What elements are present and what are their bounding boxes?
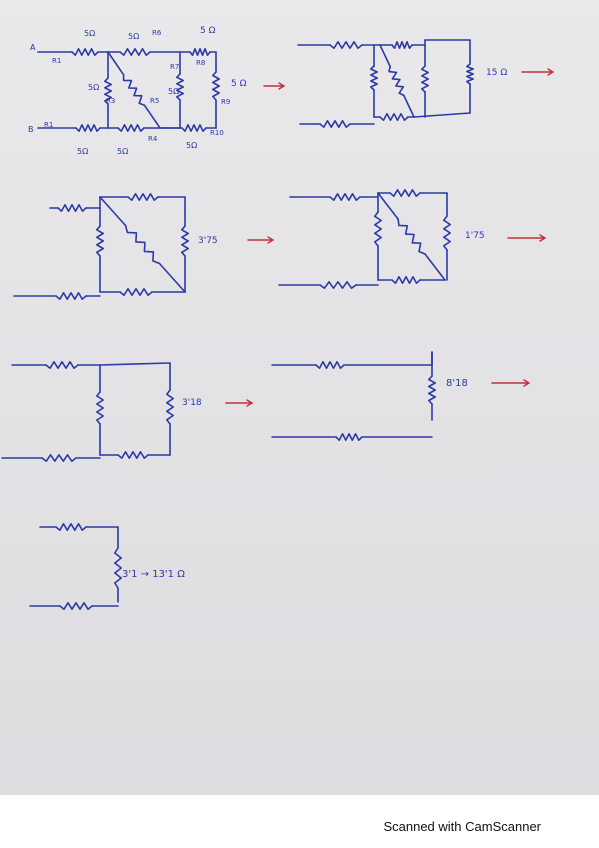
resistor-r6 — [119, 48, 151, 56]
r10-label: R10 — [210, 129, 224, 137]
r8-label: R8 — [196, 59, 206, 67]
value-center: 5Ω — [168, 87, 180, 96]
resistor — [319, 281, 357, 289]
resistor-r10 — [181, 124, 207, 132]
arrow-icon — [263, 82, 286, 90]
resistor — [329, 41, 363, 49]
resistor — [181, 225, 189, 257]
resistor-r8 — [189, 48, 211, 56]
step5-value: 3'18 — [182, 398, 202, 408]
resistor — [41, 454, 77, 462]
resistor — [329, 193, 361, 201]
value-top-mid: 5Ω — [128, 32, 140, 41]
resistor — [379, 113, 409, 121]
arrow-icon — [225, 399, 254, 407]
arrow-icon — [491, 379, 531, 387]
resistor — [388, 65, 405, 97]
wire — [377, 192, 399, 220]
resistor — [45, 361, 79, 369]
r9-label: R9 — [221, 98, 231, 106]
circuit-drawings — [1, 39, 555, 610]
resistor — [397, 218, 426, 255]
wire — [158, 262, 186, 293]
step3-value: 3'75 — [198, 236, 218, 246]
resistor — [374, 211, 382, 247]
resistor — [96, 391, 104, 425]
final-value: 3'1 → 13'1 Ω — [122, 569, 185, 580]
wire — [424, 253, 446, 281]
resistor-r5 — [122, 74, 146, 106]
resistor — [124, 224, 161, 265]
resistor — [166, 389, 174, 425]
wire — [143, 104, 161, 129]
resistor — [96, 225, 104, 257]
r3-label: R3 — [106, 97, 116, 105]
wire — [403, 94, 415, 118]
value-bottom-mid: 5Ω — [117, 147, 129, 156]
resistor-r7 — [176, 73, 184, 101]
resistor — [391, 276, 421, 284]
r5-label: R5 — [150, 97, 160, 105]
arrow-icon — [247, 236, 275, 244]
value-right: 5 Ω — [231, 79, 247, 89]
value-left-mid: 5Ω — [88, 83, 100, 92]
r6-label: R6 — [152, 29, 162, 37]
scanned-paper: A B R1 R1 R3 R4 R5 R6 R7 R8 R9 R10 5Ω 5Ω… — [0, 0, 599, 795]
step6-value: 8'18 — [446, 378, 468, 389]
resistor — [319, 120, 351, 128]
resistor — [428, 375, 436, 405]
scanner-watermark-text: Scanned with CamScanner — [383, 819, 541, 834]
resistor — [55, 523, 87, 531]
resistor — [59, 602, 93, 610]
resistor — [119, 288, 153, 296]
arrow-icon — [507, 234, 547, 242]
resistor — [127, 193, 159, 201]
value-top-right: 5 Ω — [200, 26, 216, 36]
resistor — [114, 547, 122, 589]
r1-b-label: R1 — [44, 121, 54, 129]
wire — [379, 44, 391, 68]
node-a-label: A — [30, 43, 36, 52]
resistor — [443, 215, 451, 251]
resistor — [335, 433, 363, 441]
resistor — [391, 41, 413, 49]
resistor-r3 — [104, 77, 112, 105]
node-b-label: B — [28, 125, 34, 134]
resistor-r4 — [117, 124, 145, 132]
r1-label: R1 — [52, 57, 62, 65]
r7-label: R7 — [170, 63, 180, 71]
value-top-left: 5Ω — [84, 29, 96, 38]
resistor — [370, 65, 378, 91]
r4-label: R4 — [148, 135, 158, 143]
step4-value: 1'75 — [465, 231, 485, 241]
step2-value: 15 Ω — [486, 68, 508, 78]
value-bottom-right: 5Ω — [186, 141, 198, 150]
wire — [413, 112, 471, 118]
arrow-icon — [521, 68, 555, 76]
resistor — [117, 451, 149, 459]
resistor — [57, 204, 87, 212]
resistor — [466, 63, 474, 85]
resistor — [315, 361, 345, 369]
scanner-footer: Scanned with CamScanner — [0, 795, 599, 848]
resistor-r9 — [212, 71, 220, 101]
resistor — [389, 189, 421, 197]
wire — [99, 196, 127, 227]
wire — [99, 362, 171, 366]
resistor — [421, 65, 429, 93]
wire — [107, 51, 125, 76]
resistor — [55, 292, 87, 300]
resistor-r1-bottom — [75, 124, 101, 132]
resistor-r1 — [71, 48, 99, 56]
value-bottom-left: 5Ω — [77, 147, 89, 156]
